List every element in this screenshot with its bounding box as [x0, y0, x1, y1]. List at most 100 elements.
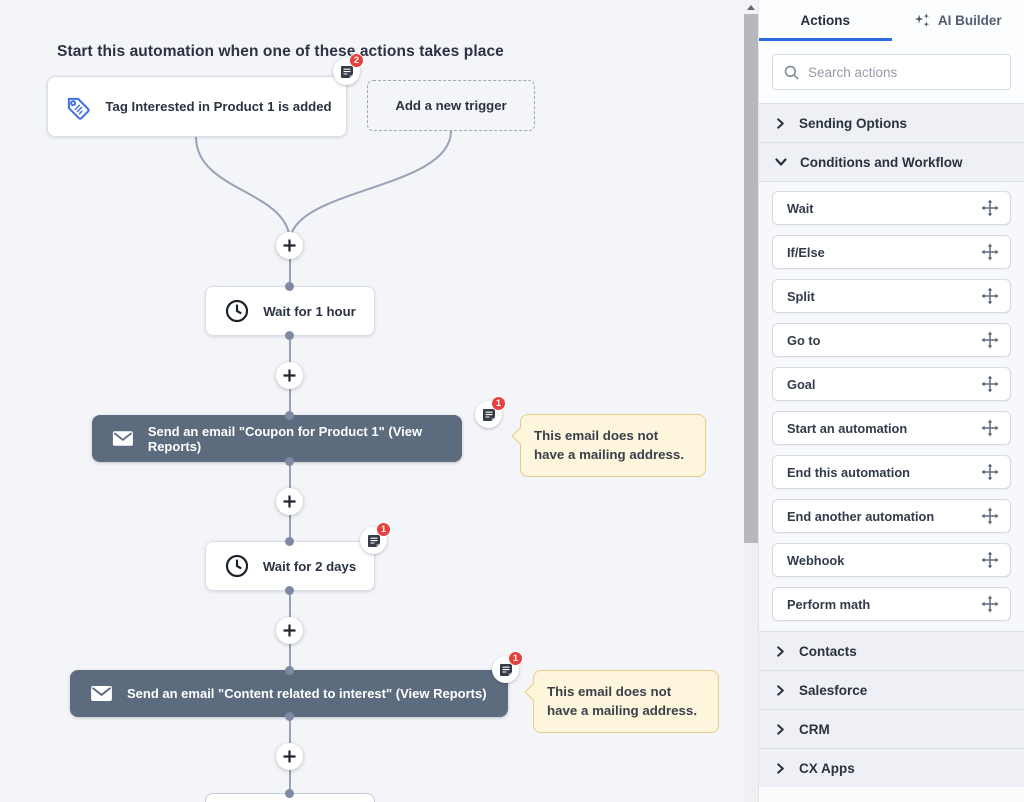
canvas-heading: Start this automation when one of these … — [57, 43, 504, 60]
section-label: Conditions and Workflow — [800, 154, 963, 170]
email-node-coupon[interactable]: Send an email "Coupon for Product 1" (Vi… — [92, 415, 462, 462]
chevron-down-icon — [775, 158, 787, 166]
action-item-label: If/Else — [787, 244, 825, 260]
action-item-label: Wait — [787, 200, 814, 216]
move-icon — [981, 331, 999, 349]
action-item-wait[interactable]: Wait — [772, 191, 1011, 225]
email-2-error-badge[interactable]: 1 — [492, 651, 523, 683]
action-item-label: Start an automation — [787, 420, 908, 436]
section-label: Sending Options — [799, 115, 907, 131]
active-tab-underline — [759, 38, 892, 41]
plus-icon — [283, 624, 296, 637]
move-icon — [981, 507, 999, 525]
sparkles-icon — [914, 13, 929, 27]
chevron-right-icon — [777, 117, 784, 129]
action-item-end-this-automation[interactable]: End this automation — [772, 455, 1011, 489]
scroll-up-button[interactable] — [744, 0, 758, 14]
trigger-label: Tag Interested in Product 1 is added — [105, 99, 332, 114]
add-new-trigger-button[interactable]: Add a new trigger — [367, 80, 535, 131]
action-item-if-else[interactable]: If/Else — [772, 235, 1011, 269]
wait-node-1-hour[interactable]: Wait for 1 hour — [205, 286, 375, 336]
email-node-content-interest[interactable]: Send an email "Content related to intere… — [70, 670, 508, 717]
move-icon — [981, 287, 999, 305]
action-item-label: Go to — [787, 332, 821, 348]
connector-dot — [285, 282, 294, 291]
action-item-end-another-automation[interactable]: End another automation — [772, 499, 1011, 533]
wait-node-2-days[interactable]: Wait for 2 days — [205, 541, 375, 591]
section-sending-options[interactable]: Sending Options — [759, 103, 1024, 142]
envelope-icon — [91, 685, 112, 702]
tag-icon — [68, 97, 91, 120]
add-action-button[interactable] — [276, 362, 303, 389]
connector-dot — [285, 331, 294, 340]
move-icon — [981, 243, 999, 261]
search-area — [759, 41, 1024, 103]
badge-count: 2 — [349, 53, 364, 68]
tab-ai-builder[interactable]: AI Builder — [892, 0, 1024, 41]
move-icon — [981, 419, 999, 437]
connector-dot — [285, 712, 294, 721]
sidebar-empty-space — [759, 787, 1024, 802]
action-item-perform-math[interactable]: Perform math — [772, 587, 1011, 621]
search-icon — [784, 65, 799, 80]
conditions-items-list: Wait If/Else Split Go to Goal Start an a… — [759, 181, 1024, 631]
plus-icon — [283, 750, 296, 763]
chevron-right-icon — [777, 723, 784, 735]
tab-actions-label: Actions — [800, 13, 850, 28]
section-salesforce[interactable]: Salesforce — [759, 670, 1024, 709]
action-item-goal[interactable]: Goal — [772, 367, 1011, 401]
email-1-error-badge[interactable]: 1 — [475, 396, 506, 428]
mailing-address-warning: This email does not have a mailing addre… — [511, 414, 706, 477]
move-icon — [981, 463, 999, 481]
add-action-button[interactable] — [276, 617, 303, 644]
trigger-node-tag-added[interactable]: Tag Interested in Product 1 is added — [47, 76, 347, 137]
badge-count: 1 — [491, 396, 506, 411]
section-label: Salesforce — [799, 682, 868, 698]
action-item-webhook[interactable]: Webhook — [772, 543, 1011, 577]
action-item-split[interactable]: Split — [772, 279, 1011, 313]
scroll-up-arrow-icon — [747, 4, 755, 10]
envelope-icon — [112, 431, 133, 446]
connector-curves — [195, 130, 452, 243]
workflow-canvas[interactable]: Start this automation when one of these … — [0, 0, 744, 802]
move-icon — [981, 551, 999, 569]
connector-line — [289, 246, 291, 802]
actions-panel: Actions AI Builder — [758, 0, 1024, 802]
note-icon — [367, 534, 380, 547]
clock-icon — [226, 299, 249, 323]
action-item-label: Perform math — [787, 596, 871, 612]
action-item-start-an-automation[interactable]: Start an automation — [772, 411, 1011, 445]
move-icon — [981, 199, 999, 217]
section-label: Contacts — [799, 643, 857, 659]
tab-actions[interactable]: Actions — [759, 0, 892, 41]
add-trigger-label: Add a new trigger — [395, 98, 507, 113]
section-conditions-workflow[interactable]: Conditions and Workflow — [759, 142, 1024, 181]
badge-count: 1 — [376, 522, 391, 537]
action-item-label: Goal — [787, 376, 816, 392]
connector-dot — [285, 789, 294, 798]
scrollbar-thumb[interactable] — [744, 14, 758, 543]
badge-count: 1 — [508, 651, 523, 666]
search-actions-input[interactable] — [808, 64, 999, 80]
note-icon — [499, 663, 512, 676]
action-item-label: End another automation — [787, 508, 935, 524]
section-cx-apps[interactable]: CX Apps — [759, 748, 1024, 787]
wait-label: Wait for 2 days — [262, 558, 357, 574]
add-action-button[interactable] — [276, 743, 303, 770]
tab-ai-builder-label: AI Builder — [937, 13, 1002, 28]
chevron-right-icon — [777, 684, 784, 696]
warning-text: This email does not have a mailing addre… — [547, 684, 698, 719]
section-contacts[interactable]: Contacts — [759, 631, 1024, 670]
add-action-button[interactable] — [276, 488, 303, 515]
vertical-scrollbar[interactable] — [744, 0, 758, 802]
section-crm[interactable]: CRM — [759, 709, 1024, 748]
note-icon — [482, 408, 495, 421]
chevron-right-icon — [777, 762, 784, 774]
search-box[interactable] — [772, 54, 1011, 90]
trigger-note-badge[interactable]: 2 — [333, 53, 364, 85]
action-item-go-to[interactable]: Go to — [772, 323, 1011, 357]
add-action-button[interactable] — [276, 232, 303, 259]
connector-dot — [285, 666, 294, 675]
wait-2-error-badge[interactable]: 1 — [360, 522, 391, 554]
